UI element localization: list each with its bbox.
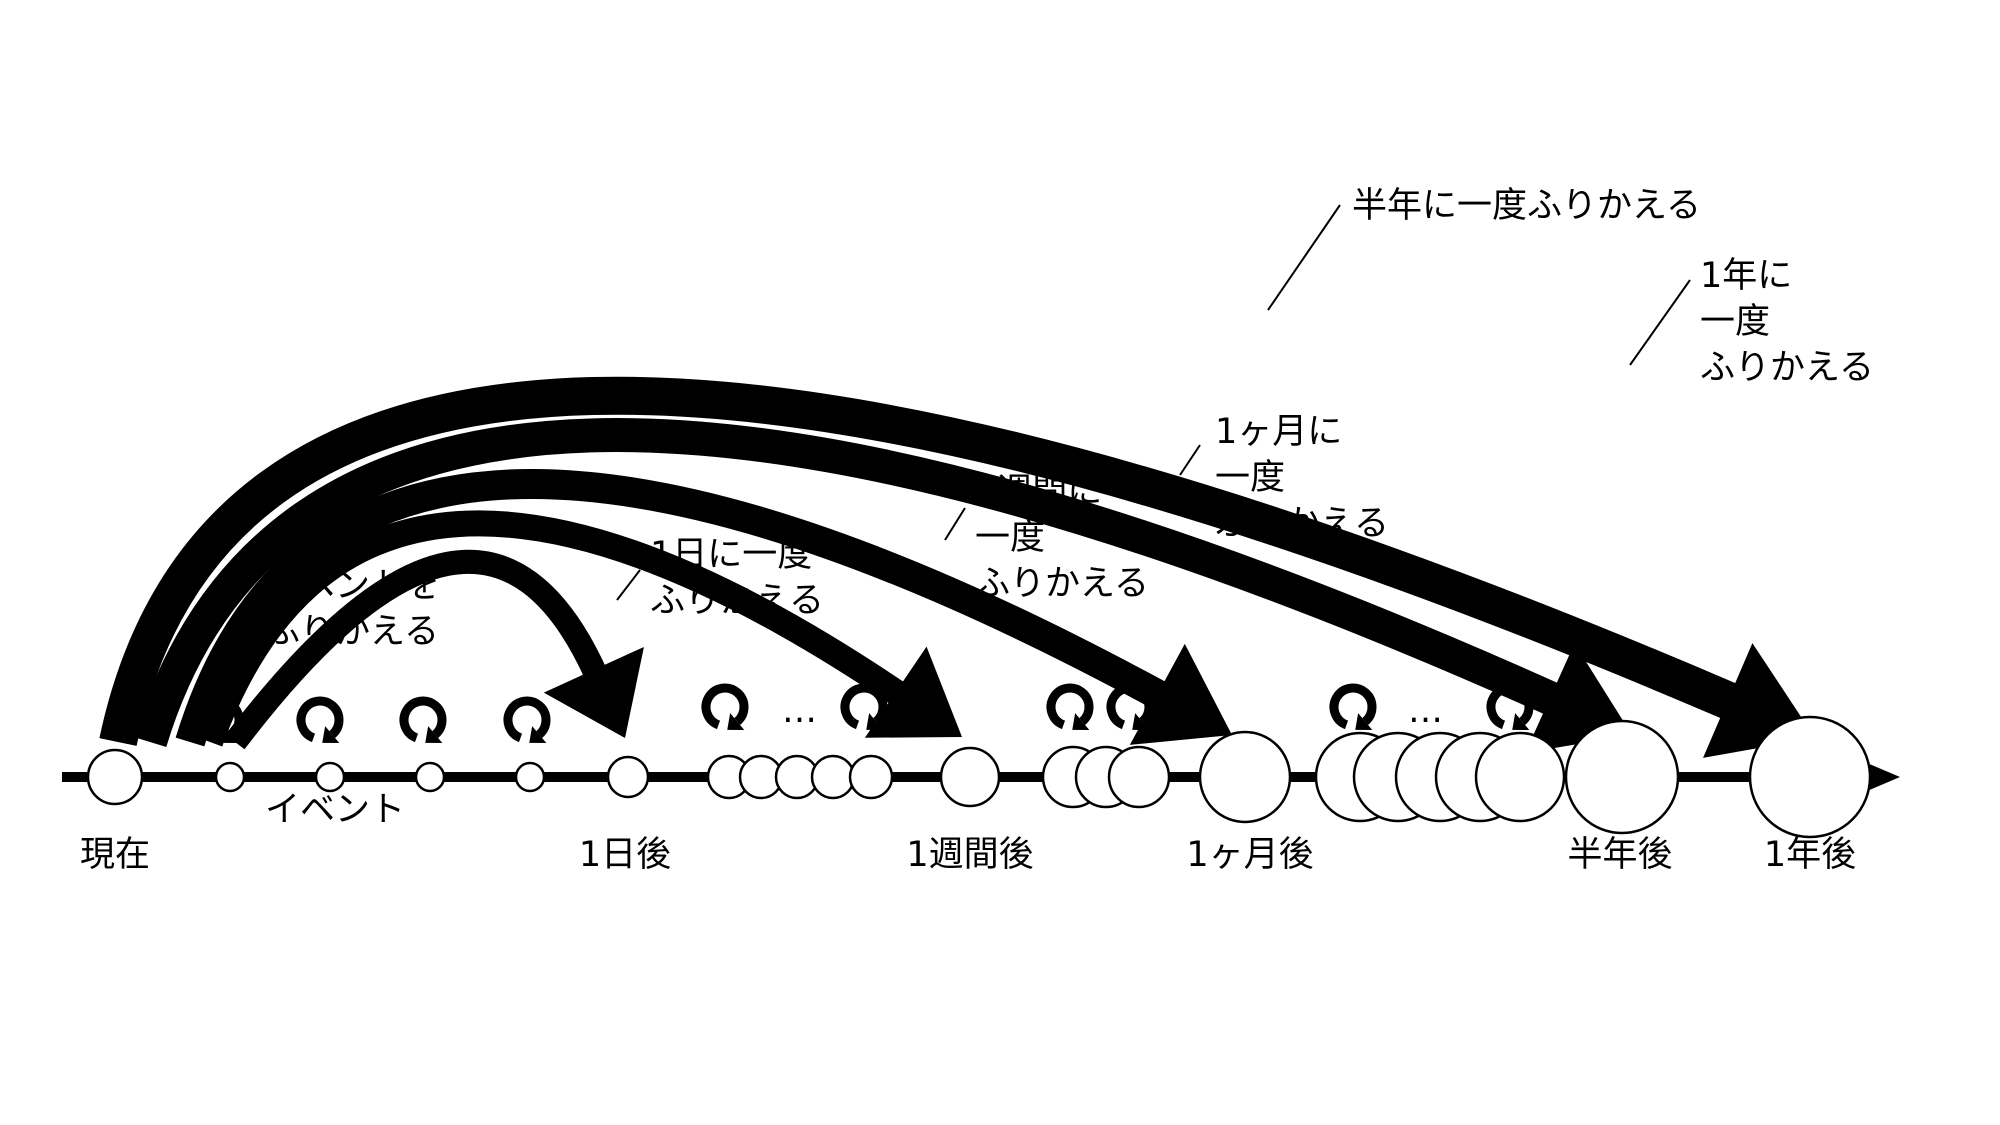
milestone-label-1-week: 1週間後 <box>906 835 1034 875</box>
arrow-monthly-head <box>1129 643 1232 745</box>
event-review-label: イベントを ふりかえる <box>265 566 441 652</box>
day-node-5 <box>848 754 894 800</box>
arrow-yearly-stem <box>99 376 1739 746</box>
arrow-half-year-stem <box>133 418 1561 747</box>
monthly-review-label: 1ヶ月に 一度 ふりかえる <box>1215 412 1389 544</box>
event-node-3 <box>414 761 446 793</box>
day-node-4 <box>810 754 856 800</box>
review-cycle-icon-4 <box>503 696 551 743</box>
node-1-week <box>939 746 1001 808</box>
node-half-year <box>1564 719 1680 835</box>
leader-event-review <box>224 654 249 689</box>
leader-monthly <box>1179 444 1201 476</box>
review-cycle-icon-2 <box>296 696 344 743</box>
node-1-year <box>1748 715 1872 839</box>
half-year-review-label: 半年に一度ふりかえる <box>1352 186 1701 226</box>
leader-half-year <box>1267 204 1341 311</box>
arrow-weekly <box>197 510 962 747</box>
milestone-label-1-month: 1ヶ月後 <box>1186 835 1314 875</box>
review-cycle-icon-6 <box>840 683 888 730</box>
event-node-1 <box>214 761 246 793</box>
review-cycle-icon-10 <box>1486 683 1534 730</box>
ellipsis-month-cycles: … <box>1408 691 1443 731</box>
month-node-5 <box>1474 731 1566 823</box>
daily-review-label: 1日に一度 ふりかえる <box>650 535 824 621</box>
event-label: イベント <box>265 790 406 830</box>
arrow-daily-head <box>543 646 644 738</box>
leader-yearly <box>1629 279 1691 366</box>
arrow-daily <box>225 549 644 750</box>
node-1-day <box>606 755 650 799</box>
review-cycle-icon-7 <box>1046 683 1094 730</box>
ellipsis-day-cycles: … <box>782 691 817 731</box>
weekly-review-label: 1週間に 一度 ふりかえる <box>975 472 1149 604</box>
milestone-label-half-year: 半年後 <box>1567 835 1673 875</box>
milestone-label-1-year: 1年後 <box>1763 835 1857 875</box>
review-cycle-icon-1 <box>196 696 244 743</box>
node-now <box>86 748 144 806</box>
arrow-monthly <box>175 469 1232 747</box>
arrow-daily-stem <box>225 549 607 750</box>
arrow-weekly-stem <box>197 510 907 747</box>
leader-weekly <box>944 507 966 541</box>
review-cycle-icon-8 <box>1106 683 1154 730</box>
review-cycle-icon-3 <box>399 696 447 743</box>
arrow-weekly-head <box>864 646 962 738</box>
yearly-review-label: 1年に 一度 ふりかえる <box>1700 256 1874 388</box>
node-1-month <box>1198 730 1292 824</box>
arrow-monthly-stem <box>175 469 1169 747</box>
event-node-2 <box>314 761 346 793</box>
review-cycle-icon-5 <box>701 683 749 730</box>
week-node-3 <box>1107 745 1171 809</box>
milestone-label-1-day: 1日後 <box>578 835 672 875</box>
review-cycle-icon-9 <box>1329 683 1377 730</box>
event-node-4 <box>514 761 546 793</box>
milestone-label-now: 現在 <box>79 835 150 875</box>
leader-daily <box>616 569 641 601</box>
